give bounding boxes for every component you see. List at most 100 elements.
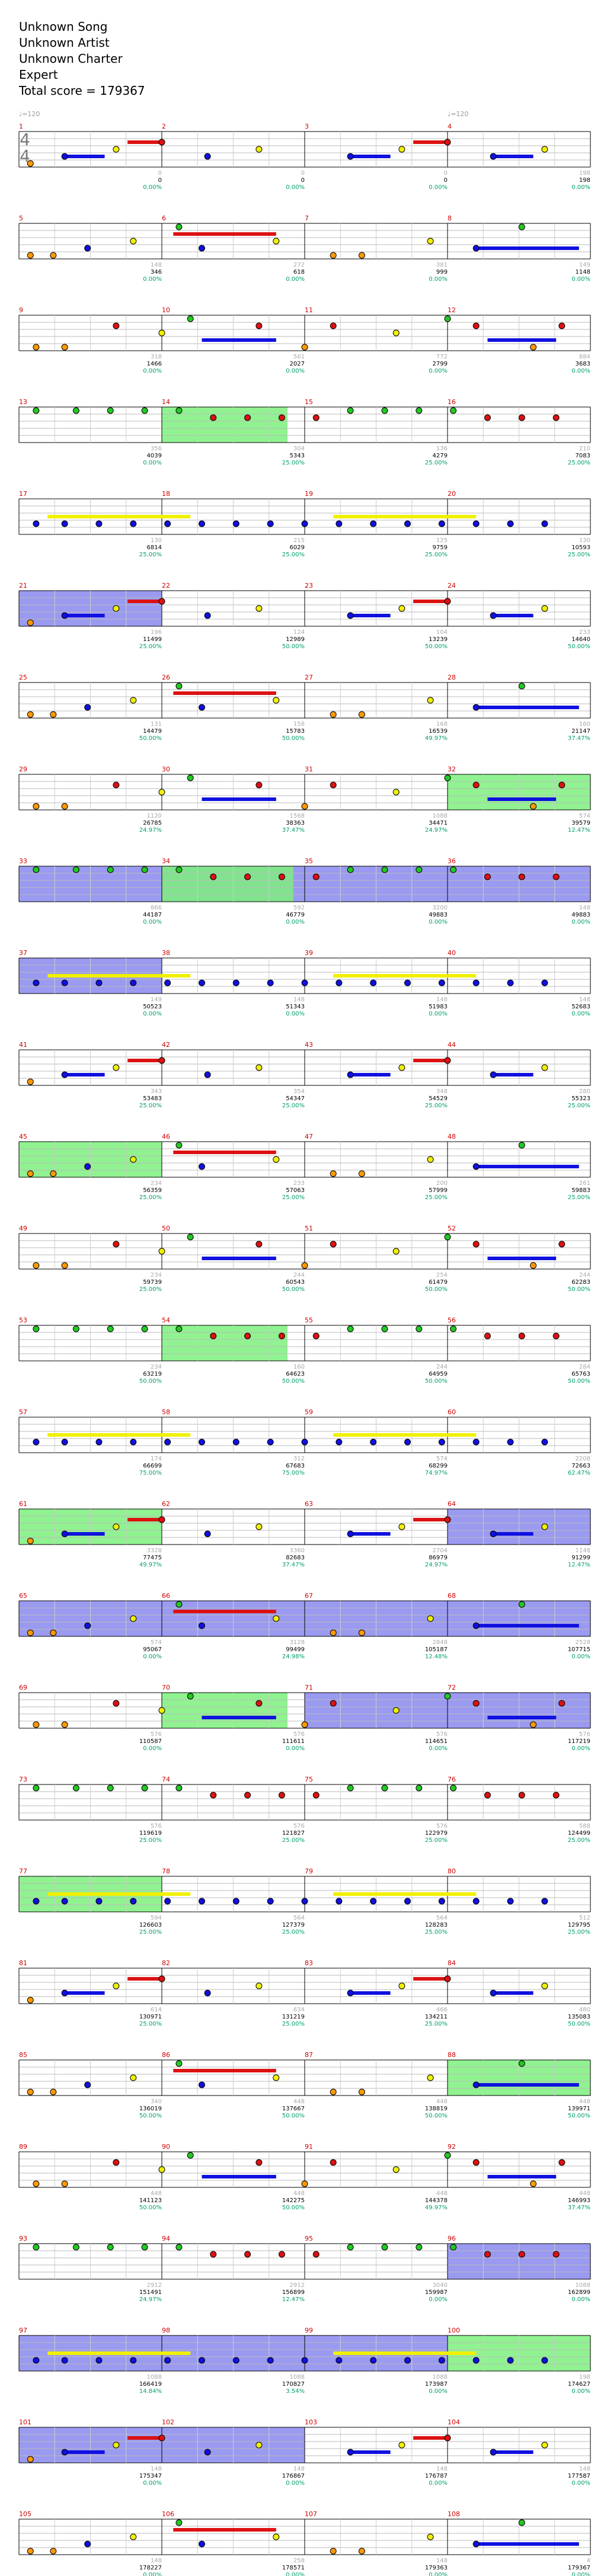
- cumulative-score: 64959: [429, 1371, 448, 1377]
- note-gem: [273, 1156, 280, 1163]
- note-gem: [33, 1325, 40, 1332]
- measure-number: 7: [305, 214, 309, 222]
- note-gem: [255, 1064, 263, 1071]
- note-gem: [27, 1170, 34, 1177]
- multiplier-percent: 49.97%: [425, 2205, 448, 2211]
- multiplier-percent: 0.00%: [429, 368, 448, 374]
- note-gem: [198, 1163, 205, 1170]
- cumulative-score: 2027: [290, 361, 305, 367]
- note-gem: [347, 153, 354, 160]
- cumulative-score: 146993: [568, 2197, 590, 2204]
- measure-note-score: 614: [151, 2007, 162, 2013]
- note-gem: [518, 2060, 525, 2067]
- note-gem: [472, 245, 480, 252]
- note-gem: [72, 2244, 79, 2251]
- note-gem: [107, 1784, 114, 1792]
- measure-number: 57: [19, 1408, 27, 1416]
- multiplier-percent: 0.00%: [143, 2480, 162, 2487]
- measure-note-score: 348: [436, 1088, 448, 1095]
- multiplier-percent: 12.47%: [568, 1562, 590, 1568]
- multiplier-percent: 25.00%: [282, 1103, 305, 1109]
- cumulative-score: 64623: [286, 1371, 305, 1377]
- multiplier-percent: 0.00%: [143, 2572, 162, 2576]
- multiplier-percent: 50.00%: [568, 643, 590, 650]
- measure-note-score: 561: [293, 354, 305, 360]
- note-gem: [518, 1332, 525, 1340]
- measure-number: 37: [19, 949, 27, 957]
- note-gem: [358, 2548, 365, 2555]
- cumulative-score: 0: [444, 177, 448, 184]
- measure-number: 44: [448, 1041, 456, 1049]
- measure-number: 67: [305, 1592, 313, 1600]
- multiplier-percent: 0.00%: [286, 2572, 305, 2576]
- note-gem: [450, 2244, 457, 2251]
- measure-number: 39: [305, 949, 313, 957]
- note-gem: [450, 1784, 457, 1792]
- measure-note-score: 233: [293, 1180, 305, 1187]
- note-gem: [312, 414, 320, 421]
- note-gem: [301, 2357, 308, 2364]
- cumulative-score: 91299: [571, 1555, 590, 1561]
- note-gem: [416, 2244, 423, 2251]
- cumulative-score: 55323: [571, 1095, 590, 1102]
- measure-number: 66: [162, 1592, 170, 1600]
- note-gem: [204, 153, 211, 160]
- note-gem: [113, 1982, 120, 1989]
- note-gem: [518, 2251, 525, 2258]
- cumulative-score: 166419: [139, 2381, 162, 2388]
- measure-note-score: 0: [158, 170, 162, 177]
- measure-number: 42: [162, 1041, 170, 1049]
- multiplier-percent: 0.00%: [286, 276, 305, 283]
- multiplier-percent: 12.47%: [568, 827, 590, 834]
- note-gem: [267, 520, 274, 527]
- multiplier-percent: 25.00%: [425, 1929, 448, 1936]
- measure-number: 4: [448, 123, 452, 130]
- note-gem: [61, 2449, 68, 2456]
- multiplier-percent: 25.00%: [568, 552, 590, 558]
- multiplier-percent: 25.00%: [568, 1929, 590, 1936]
- multiplier-percent: 0.00%: [143, 1654, 162, 1660]
- note-gem: [301, 1898, 308, 1905]
- note-gem: [164, 979, 171, 986]
- multiplier-percent: 0.00%: [571, 1654, 590, 1660]
- measure-number: 65: [19, 1592, 27, 1600]
- multiplier-percent: 50.00%: [139, 735, 162, 742]
- measure-note-score: 318: [151, 354, 162, 360]
- note-gem: [255, 1523, 263, 1530]
- multiplier-percent: 25.00%: [568, 1103, 590, 1109]
- multiplier-percent: 0.00%: [143, 1011, 162, 1017]
- multiplier-percent: 25.00%: [568, 460, 590, 466]
- note-gem: [312, 2251, 320, 2258]
- measure-note-score: 148: [151, 262, 162, 268]
- cumulative-score: 10593: [571, 544, 590, 551]
- multiplier-percent: 0.00%: [429, 184, 448, 191]
- note-gem: [61, 612, 68, 619]
- cumulative-score: 179363: [425, 2565, 448, 2571]
- cumulative-score: 156899: [282, 2289, 305, 2296]
- measure-number: 26: [162, 674, 170, 681]
- measure-number: 60: [448, 1408, 456, 1416]
- measure-number: 106: [162, 2510, 174, 2518]
- measure-note-score: 261: [579, 1180, 590, 1187]
- measure-number: 46: [162, 1133, 170, 1140]
- measure-note-score: 576: [151, 1731, 162, 1738]
- measure-note-score: 124: [293, 629, 305, 636]
- multiplier-percent: 50.00%: [425, 1286, 448, 1293]
- multiplier-percent: 50.00%: [568, 2113, 590, 2119]
- measure-note-score: 131: [151, 721, 162, 728]
- time-signature-top: 4: [20, 130, 30, 149]
- note-gem: [84, 245, 91, 252]
- measure-number: 59: [305, 1408, 313, 1416]
- multiplier-percent: 25.00%: [282, 552, 305, 558]
- note-gem: [210, 873, 217, 880]
- note-gem: [27, 2548, 34, 2555]
- measure-number: 105: [19, 2510, 31, 2518]
- note-gem: [27, 619, 34, 626]
- note-gem: [175, 1784, 183, 1792]
- measure-note-score: 1568: [290, 813, 305, 819]
- note-gem: [113, 1523, 120, 1530]
- measure-number: 21: [19, 582, 27, 589]
- cumulative-score: 13239: [429, 636, 448, 643]
- note-gem: [484, 2251, 491, 2258]
- note-gem: [130, 697, 137, 704]
